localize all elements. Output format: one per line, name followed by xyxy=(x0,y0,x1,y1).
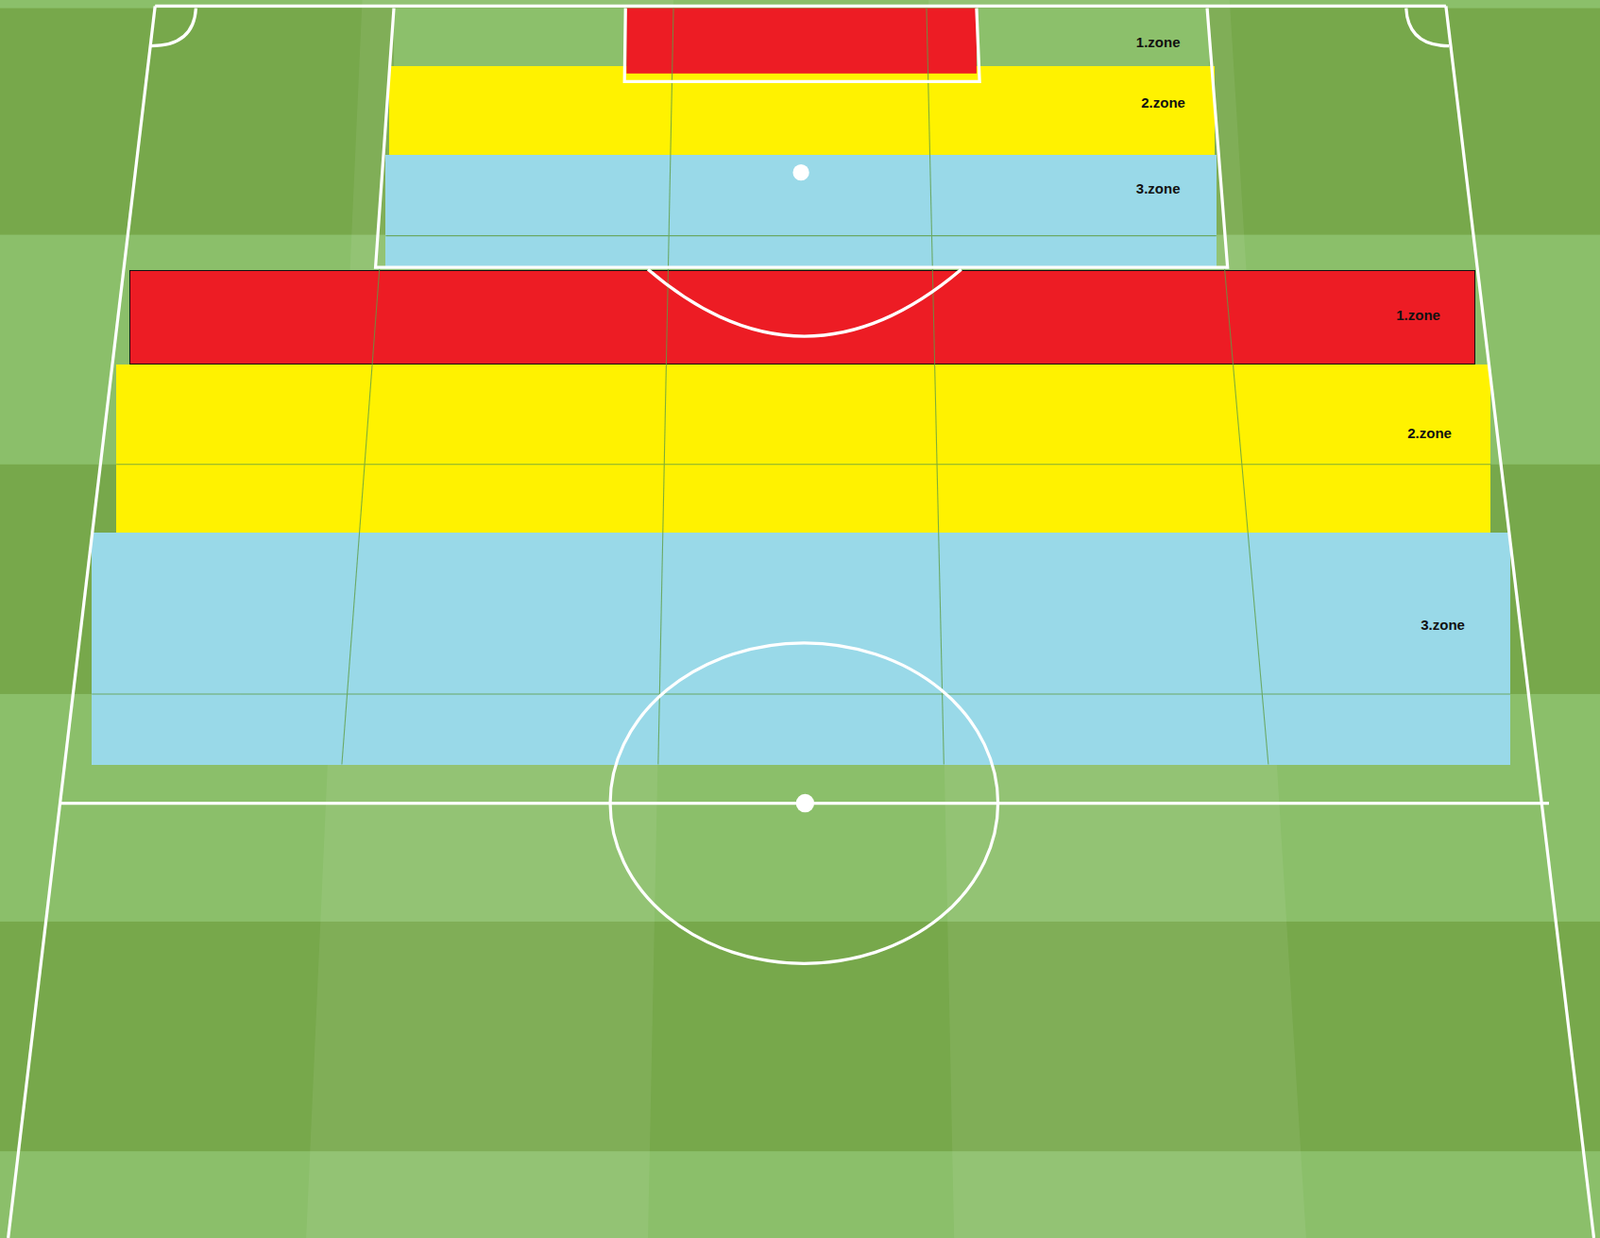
zone-band: 2.zone xyxy=(116,364,1491,533)
zone-label: 1.zone xyxy=(1136,34,1181,52)
centre-spot xyxy=(796,794,815,813)
six-yard-zone xyxy=(626,8,977,74)
zone-band: 3.zone xyxy=(91,532,1511,765)
pitch-markings xyxy=(8,5,1595,1238)
zone-label: 2.zone xyxy=(1140,95,1186,112)
zone-label: 3.zone xyxy=(1136,181,1181,198)
zone-label: 3.zone xyxy=(1420,617,1465,634)
penalty-spot xyxy=(792,164,809,181)
zone-label: 2.zone xyxy=(1407,425,1452,443)
zone-label: 1.zone xyxy=(1395,307,1441,324)
zone-band: 1.zone xyxy=(129,270,1476,364)
zone-band: 2.zone xyxy=(389,66,1215,155)
grid-lines xyxy=(91,8,1511,766)
